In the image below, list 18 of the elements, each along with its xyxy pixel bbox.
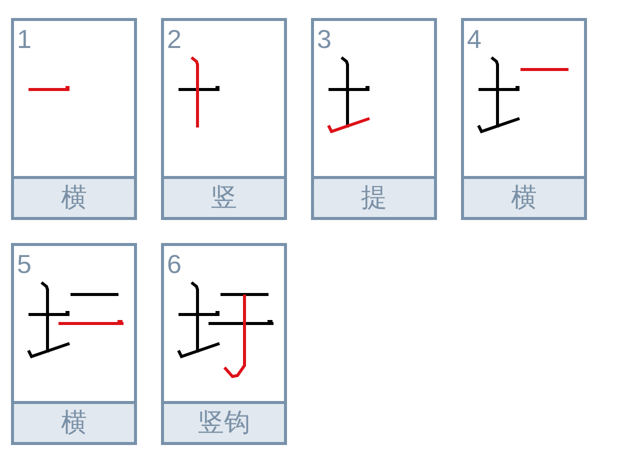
step-number: 5 [17, 251, 32, 277]
step-number: 1 [17, 26, 32, 52]
step-number: 4 [467, 26, 482, 52]
stroke-name-label: 提 [314, 176, 434, 217]
step-number: 3 [317, 26, 332, 52]
step-number: 2 [167, 26, 182, 52]
stroke-name-label: 横 [464, 176, 584, 217]
stroke-card [11, 243, 137, 445]
stroke-name-label: 竖钩 [164, 401, 284, 442]
stroke-name-label: 横 [14, 176, 134, 217]
stroke-card [461, 18, 587, 220]
stroke-card [11, 18, 137, 220]
stroke-card [161, 243, 287, 445]
stroke-card [311, 18, 437, 220]
stroke-name-label: 竖 [164, 176, 284, 217]
stroke-card [161, 18, 287, 220]
step-number: 6 [167, 251, 182, 277]
stroke-name-label: 横 [14, 401, 134, 442]
